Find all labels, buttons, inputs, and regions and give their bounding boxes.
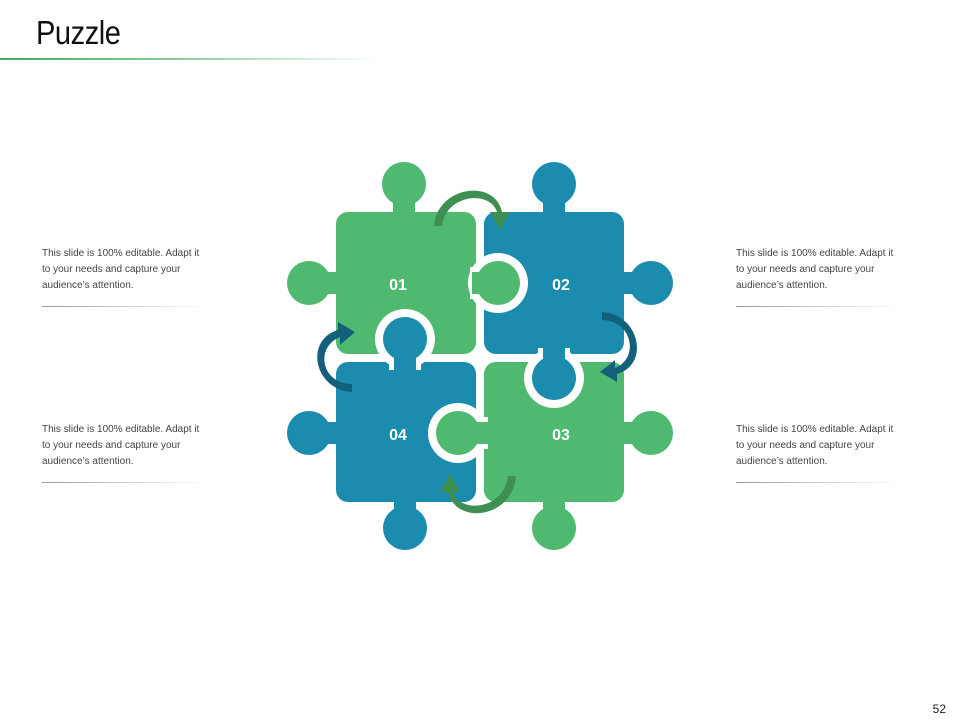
curved-arrow-left bbox=[317, 322, 355, 392]
arrow-body bbox=[434, 190, 510, 230]
piece-tab-right-neck bbox=[620, 422, 644, 444]
slide-title: Puzzle bbox=[36, 14, 121, 51]
piece-tab-right-neck bbox=[620, 272, 644, 294]
note-line: audience’s attention. bbox=[42, 280, 134, 291]
arrow-body bbox=[600, 312, 637, 382]
curved-arrow-bottom bbox=[440, 474, 516, 514]
note-bottom-right: This slide is 100% editable. Adapt it to… bbox=[736, 422, 921, 483]
page-number: 52 bbox=[932, 702, 946, 716]
note-line: This slide is 100% editable. Adapt it bbox=[736, 248, 894, 259]
note-line: to your needs and capture your bbox=[42, 440, 181, 451]
piece-tab-bottom-neck bbox=[543, 496, 565, 520]
piece-tab-neck bbox=[543, 348, 565, 370]
curved-arrow-right bbox=[600, 312, 637, 382]
note-divider bbox=[736, 482, 901, 483]
title-underline bbox=[0, 58, 380, 60]
note-line: audience’s attention. bbox=[42, 456, 134, 467]
piece-number-03: 03 bbox=[552, 427, 570, 444]
note-line: audience’s attention. bbox=[736, 280, 828, 291]
note-divider bbox=[736, 306, 901, 307]
piece-number-02: 02 bbox=[552, 277, 570, 294]
puzzle-piece-04 bbox=[287, 309, 476, 550]
note-line: to your needs and capture your bbox=[42, 264, 181, 275]
piece-tab-top-neck bbox=[393, 195, 415, 217]
piece-tab-neck bbox=[472, 272, 492, 294]
arrow-body bbox=[317, 322, 355, 392]
note-bottom-left: This slide is 100% editable. Adapt it to… bbox=[42, 422, 227, 483]
puzzle-piece-01 bbox=[287, 162, 476, 354]
note-line: to your needs and capture your bbox=[736, 440, 875, 451]
note-line: This slide is 100% editable. Adapt it bbox=[736, 424, 894, 435]
note-top-right: This slide is 100% editable. Adapt it to… bbox=[736, 246, 921, 307]
note-top-left: This slide is 100% editable. Adapt it to… bbox=[42, 246, 227, 307]
puzzle-piece-02 bbox=[484, 162, 673, 354]
piece-tab-left-neck bbox=[468, 422, 488, 444]
piece-body bbox=[484, 212, 624, 354]
puzzle-piece-03 bbox=[428, 362, 673, 550]
piece-tab-left-neck bbox=[316, 422, 340, 444]
note-divider bbox=[42, 482, 207, 483]
piece-tab-left-neck bbox=[316, 272, 340, 294]
piece-tab-up-neck bbox=[394, 350, 416, 370]
piece-number-04: 04 bbox=[389, 427, 407, 444]
note-line: This slide is 100% editable. Adapt it bbox=[42, 424, 200, 435]
piece-body bbox=[336, 362, 476, 502]
note-line: to your needs and capture your bbox=[736, 264, 875, 275]
piece-body bbox=[336, 212, 476, 354]
puzzle-piece-01-tab-right bbox=[468, 253, 528, 313]
note-divider bbox=[42, 306, 207, 307]
piece-number-01: 01 bbox=[389, 277, 407, 294]
piece-body bbox=[484, 362, 624, 502]
arrow-body bbox=[440, 474, 516, 514]
puzzle-piece-02-tab-bottom bbox=[524, 348, 584, 408]
piece-tab-bottom-neck bbox=[394, 496, 416, 520]
piece-tab-top-neck bbox=[543, 195, 565, 217]
curved-arrow-top bbox=[434, 190, 510, 230]
note-line: This slide is 100% editable. Adapt it bbox=[42, 248, 200, 259]
note-line: audience’s attention. bbox=[736, 456, 828, 467]
